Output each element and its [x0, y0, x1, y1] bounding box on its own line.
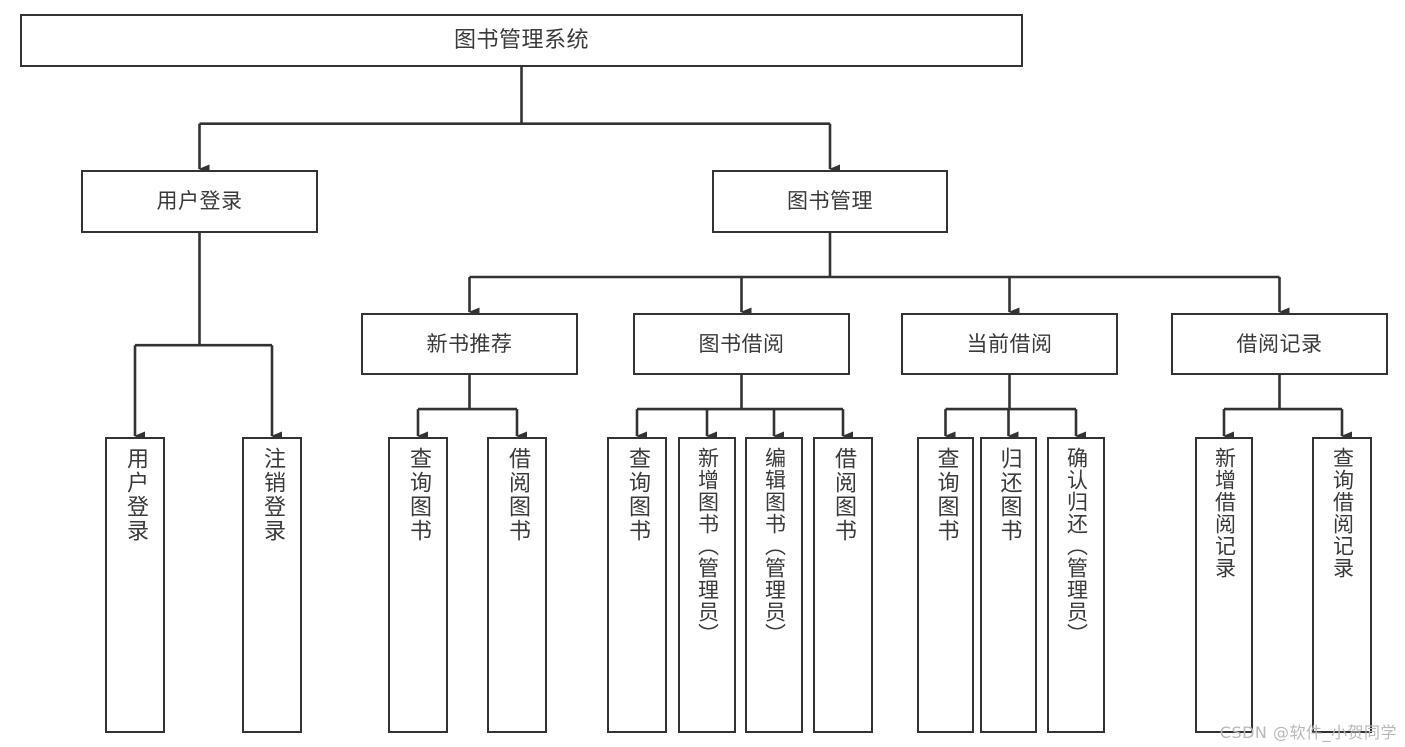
node-new-book-rec[interactable]: 新书推荐: [361, 313, 578, 375]
node-leaf-add-record[interactable]: 新增借阅记录: [1195, 437, 1253, 733]
node-leaf-query-record[interactable]: 查询借阅记录: [1312, 437, 1372, 733]
node-label: 借阅图书: [831, 447, 856, 543]
node-label: 查询图书: [933, 447, 959, 543]
node-root[interactable]: 图书管理系统: [20, 14, 1023, 67]
node-label: 图书借阅: [698, 331, 785, 356]
node-label: 查询借阅记录: [1330, 447, 1355, 579]
node-label: 借阅记录: [1236, 331, 1323, 356]
node-leaf-query-book-3[interactable]: 查询图书: [917, 437, 974, 733]
node-leaf-user-logout[interactable]: 注销登录: [242, 437, 302, 733]
node-label: 借阅图书: [505, 447, 530, 543]
node-leaf-query-book-2[interactable]: 查询图书: [607, 437, 667, 733]
node-label: 查询图书: [625, 447, 650, 543]
node-label: 新增借阅记录: [1212, 447, 1237, 579]
node-label: 新书推荐: [426, 331, 513, 356]
node-label: 确认归还（管理员）: [1064, 447, 1089, 645]
node-leaf-borrow-book-2[interactable]: 借阅图书: [813, 437, 873, 733]
node-label: 新增图书（管理员）: [695, 447, 720, 645]
node-leaf-borrow-book-1[interactable]: 借阅图书: [487, 437, 547, 733]
node-leaf-add-book[interactable]: 新增图书（管理员）: [678, 437, 736, 733]
node-borrow-record[interactable]: 借阅记录: [1171, 313, 1388, 375]
node-current-borrow[interactable]: 当前借阅: [901, 313, 1118, 375]
node-label: 图书管理系统: [453, 27, 589, 53]
node-book-manage[interactable]: 图书管理: [712, 170, 948, 233]
node-leaf-query-book-1[interactable]: 查询图书: [388, 437, 448, 733]
node-label: 编辑图书（管理员）: [762, 447, 787, 645]
csdn-watermark: CSDN @软件_小贺同学: [1219, 723, 1397, 742]
node-book-borrow[interactable]: 图书借阅: [633, 313, 850, 375]
node-label: 注销登录: [260, 447, 285, 543]
node-leaf-confirm-return[interactable]: 确认归还（管理员）: [1047, 437, 1105, 733]
node-leaf-return-book[interactable]: 归还图书: [980, 437, 1037, 733]
node-leaf-user-login[interactable]: 用户登录: [105, 437, 165, 733]
node-label: 用户登录: [123, 447, 148, 543]
node-label: 当前借阅: [966, 331, 1053, 356]
node-label: 用户登录: [156, 189, 243, 214]
node-label: 图书管理: [787, 189, 873, 214]
node-label: 查询图书: [406, 447, 431, 543]
node-leaf-edit-book[interactable]: 编辑图书（管理员）: [745, 437, 803, 733]
node-label: 归还图书: [996, 447, 1022, 543]
node-user-login[interactable]: 用户登录: [81, 170, 318, 233]
